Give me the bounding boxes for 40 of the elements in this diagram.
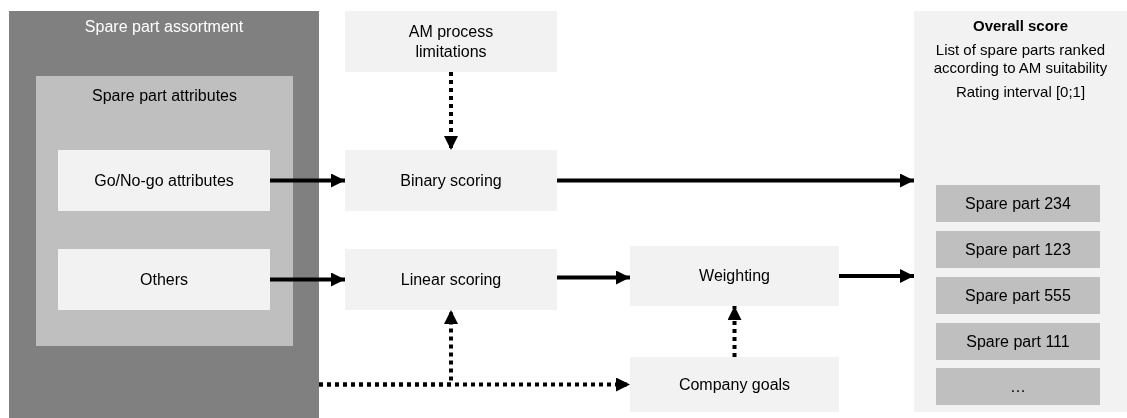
label: Linear scoring <box>400 269 502 290</box>
process-box <box>345 249 557 310</box>
label: List of spare parts ranked according to AM suitability <box>932 41 1109 77</box>
label: AM process limitations <box>407 22 495 61</box>
arrow <box>727 306 742 357</box>
label: Others <box>140 269 188 290</box>
arrow <box>270 173 345 188</box>
process-box <box>914 11 1127 412</box>
group-panel <box>36 76 293 346</box>
heading: Overall score <box>972 17 1069 35</box>
list-item-box <box>936 323 1100 360</box>
label: Binary scoring <box>400 170 502 191</box>
arrow <box>839 269 914 283</box>
label: Spare part 555 <box>965 285 1071 306</box>
list-item-box <box>936 185 1100 222</box>
label: Company goals <box>678 374 791 395</box>
process-box <box>630 357 839 412</box>
process-box <box>345 11 557 72</box>
label: Spare part 111 <box>966 331 1070 352</box>
arrow <box>557 173 914 188</box>
list-item-box <box>936 368 1100 405</box>
process-box <box>58 249 270 310</box>
process-box <box>58 150 270 211</box>
list-item-box <box>936 231 1100 268</box>
arrow <box>444 72 458 150</box>
arrow <box>557 270 630 285</box>
arrow <box>319 310 458 387</box>
label: Spare part 234 <box>965 193 1071 214</box>
group-panel <box>9 11 319 418</box>
arrow <box>270 272 345 287</box>
process-box <box>630 246 839 306</box>
label: Spare part 123 <box>965 239 1071 260</box>
heading: Spare part assortment <box>84 17 244 37</box>
label: … <box>1010 376 1026 397</box>
label: Weighting <box>699 266 770 286</box>
label: Go/No-go attributes <box>94 170 234 191</box>
process-box <box>345 150 557 211</box>
list-item-box <box>936 277 1100 314</box>
heading: Spare part attributes <box>92 86 237 106</box>
label: Rating interval [0;1] <box>955 83 1086 101</box>
